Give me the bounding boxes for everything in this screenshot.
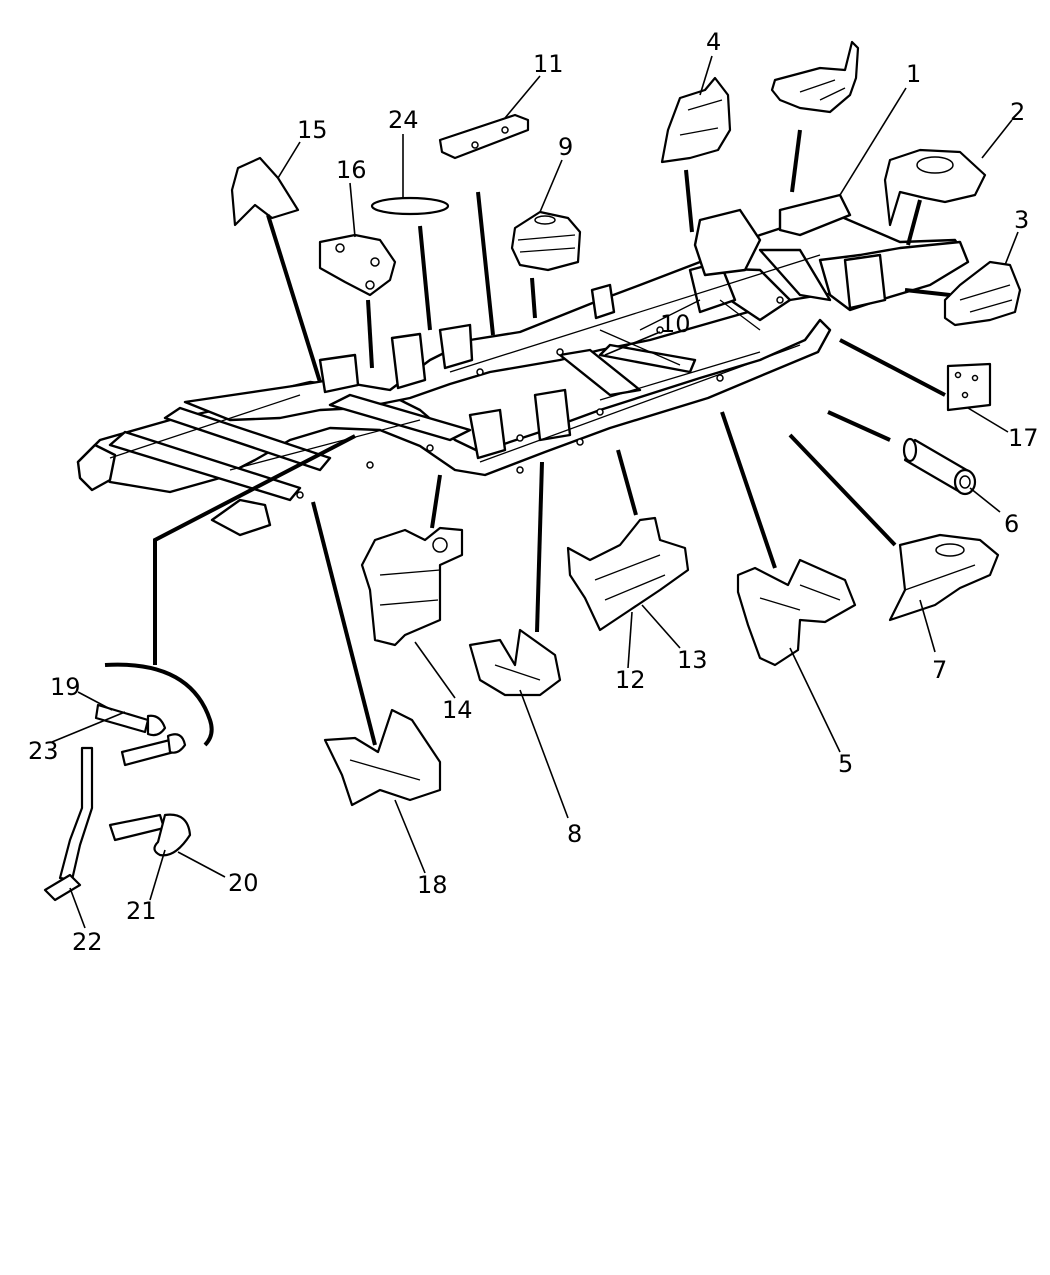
callout-4: 4 (706, 28, 721, 56)
part-2-bracket (883, 148, 987, 227)
callout-1: 1 (906, 60, 921, 88)
callout-22: 22 (72, 928, 103, 956)
part-17-plate (946, 362, 992, 412)
part-6-sleeve (902, 437, 977, 496)
callout-10: 10 (660, 310, 691, 338)
callout-18: 18 (417, 871, 448, 899)
part-18-bracket (323, 708, 442, 807)
bolts-group (43, 662, 214, 902)
frame-assembly (76, 193, 970, 537)
callout-14: 14 (442, 696, 473, 724)
callout-17: 17 (1008, 424, 1039, 452)
callout-11: 11 (533, 50, 564, 78)
part-7-bracket (888, 533, 1000, 622)
callout-23: 23 (28, 737, 59, 765)
part-5-bracket (736, 558, 857, 667)
callout-21: 21 (126, 897, 157, 925)
part-1-bracket (770, 40, 860, 114)
callout-3: 3 (1014, 206, 1029, 234)
callout-12: 12 (615, 666, 646, 694)
callout-20: 20 (228, 869, 259, 897)
part-11-plate (438, 113, 530, 160)
callout-labels: 1 2 3 4 5 6 7 8 9 10 11 12 13 14 15 16 1… (28, 28, 1039, 956)
part-12-13-bracket (566, 516, 690, 632)
callout-pointers (51, 55, 1019, 929)
callout-7: 7 (932, 656, 947, 684)
part-4-bracket (660, 76, 732, 164)
callout-16: 16 (336, 156, 367, 184)
callout-13: 13 (677, 646, 708, 674)
callout-5: 5 (838, 750, 853, 778)
callout-24: 24 (388, 106, 419, 134)
leader-lines (153, 129, 951, 746)
part-8-bracket (468, 628, 562, 697)
part-24-pad (370, 196, 450, 216)
part-16-bracket (318, 233, 397, 297)
part-14-bracket (360, 526, 464, 647)
callout-6: 6 (1004, 510, 1019, 538)
callout-19: 19 (50, 673, 81, 701)
callout-8: 8 (567, 820, 582, 848)
part-9-mount (510, 210, 582, 272)
callout-9: 9 (558, 133, 573, 161)
part-3-bracket (943, 260, 1022, 327)
part-15-bracket (230, 156, 300, 227)
callout-2: 2 (1010, 98, 1025, 126)
callout-15: 15 (297, 116, 328, 144)
